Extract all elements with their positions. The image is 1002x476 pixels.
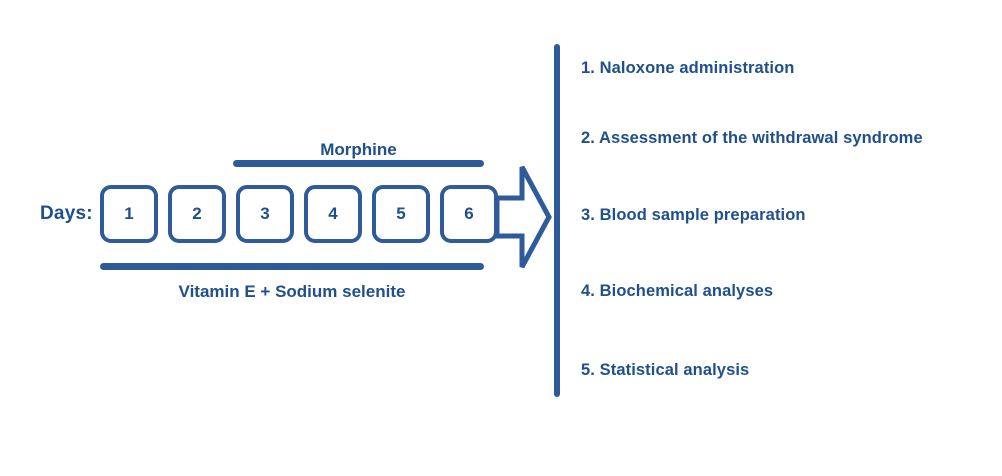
day-boxes-row: 1 2 3 4 5 6 xyxy=(100,185,498,243)
day-box-label: 4 xyxy=(328,204,338,223)
day-box-label: 3 xyxy=(260,204,270,223)
day-box-label: 6 xyxy=(464,204,474,223)
day-box-1: 1 xyxy=(100,185,158,243)
timeline-panel: Days: 1 2 3 4 5 6 Morphine Vitamin E xyxy=(40,140,552,301)
step-item-4: 4. Biochemical analyses xyxy=(581,282,774,300)
steps-panel: 1. Naloxone administration 2. Assessment… xyxy=(552,0,1002,476)
day-box-label: 1 xyxy=(124,204,134,223)
day-box-4: 4 xyxy=(304,185,362,243)
steps-divider-line xyxy=(554,44,560,397)
step-item-3: 3. Blood sample preparation xyxy=(581,206,806,224)
step-item-1: 1. Naloxone administration xyxy=(581,59,795,77)
day-box-5: 5 xyxy=(372,185,430,243)
day-box-3: 3 xyxy=(236,185,294,243)
vitamin-treatment-label: Vitamin E + Sodium selenite xyxy=(178,282,406,301)
days-label: Days: xyxy=(40,203,93,224)
morphine-treatment-bar xyxy=(233,160,484,167)
day-box-6: 6 xyxy=(440,185,498,243)
vitamin-treatment-bar xyxy=(100,263,484,270)
step-item-5: 5. Statistical analysis xyxy=(581,361,750,379)
arrow-right-outline-icon xyxy=(494,165,552,269)
day-box-label: 5 xyxy=(396,204,406,223)
day-box-2: 2 xyxy=(168,185,226,243)
morphine-treatment-label: Morphine xyxy=(320,140,397,159)
day-box-label: 2 xyxy=(192,204,202,223)
step-item-2: 2. Assessment of the withdrawal syndrome xyxy=(581,129,923,147)
